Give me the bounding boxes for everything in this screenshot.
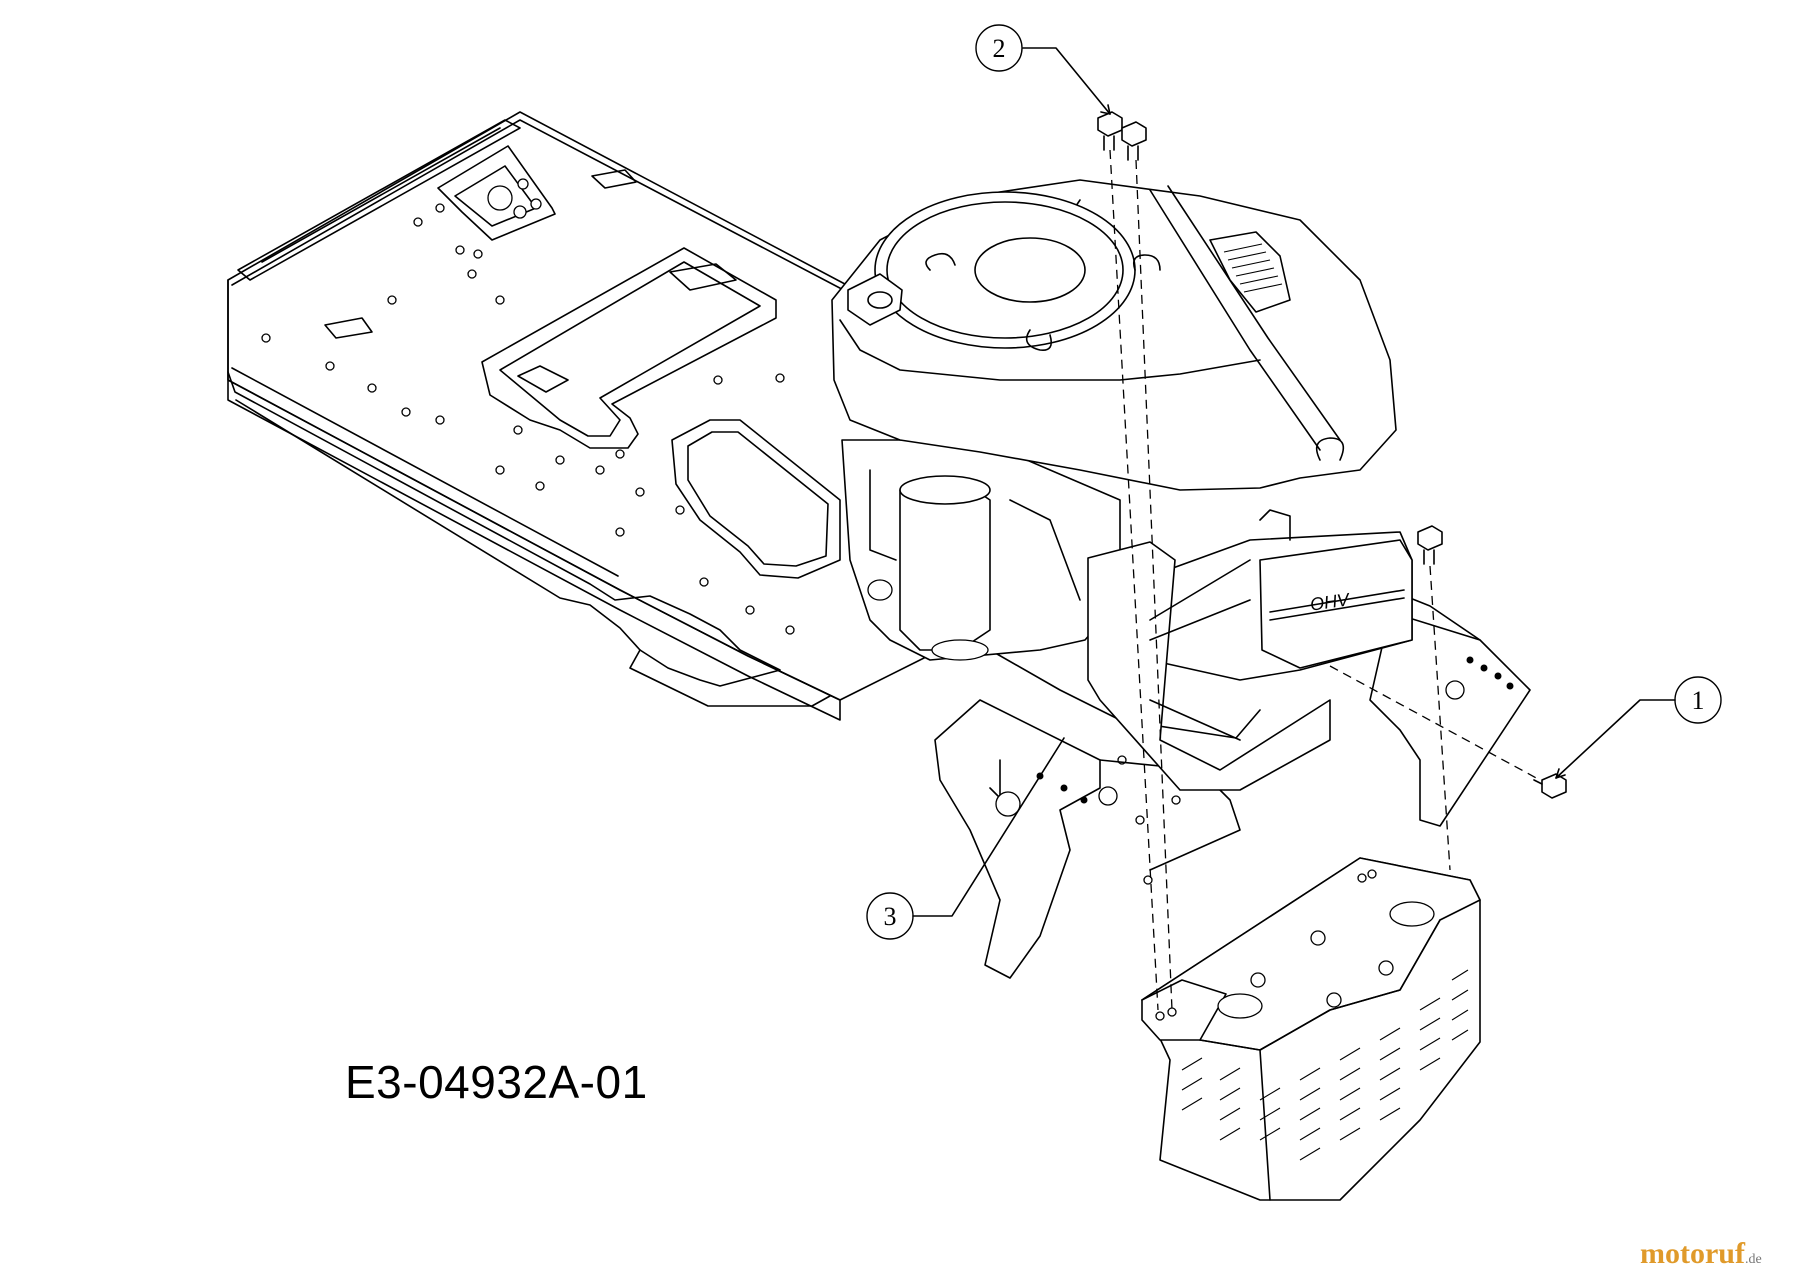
callout-3-label: 3 xyxy=(884,902,897,931)
callout-2-label: 2 xyxy=(993,34,1006,63)
front-shield xyxy=(1141,857,1481,1201)
vent-slots xyxy=(1181,969,1469,1161)
callout-1-label: 1 xyxy=(1692,686,1705,715)
fasteners xyxy=(1097,111,1567,1011)
watermark-main: motoruf xyxy=(1640,1237,1745,1270)
frame-holes xyxy=(261,203,795,635)
callout-3: 3 xyxy=(866,737,1065,940)
callout-1: 1 xyxy=(1555,676,1722,779)
watermark-logo: motoruf.de xyxy=(1640,1237,1762,1271)
watermark-suffix: .de xyxy=(1744,1252,1762,1267)
drawing-number: E3-04932A-01 xyxy=(345,1056,648,1108)
engine: OHV xyxy=(831,179,1413,791)
chassis-frame xyxy=(227,111,1531,979)
callout-2: 2 xyxy=(975,24,1111,115)
